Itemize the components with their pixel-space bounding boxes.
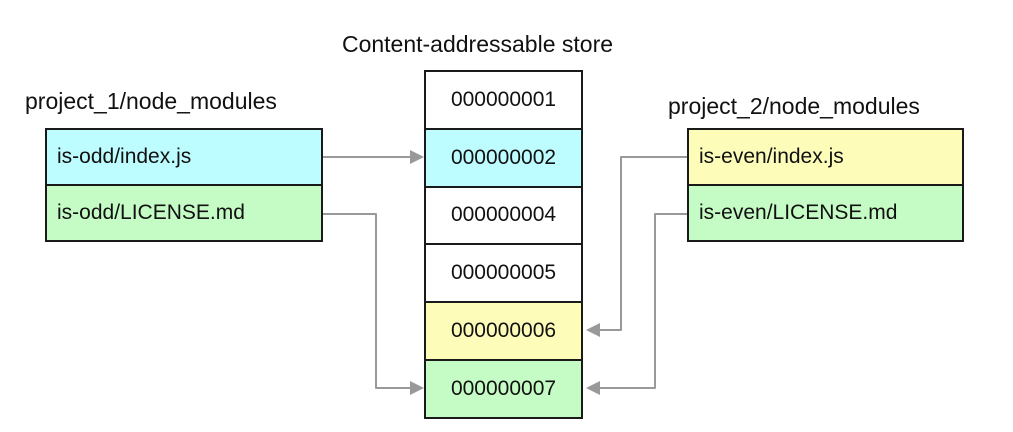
arrow-iseven-license-to-000000007 [599,213,687,389]
store-row: 000000004 [424,185,583,246]
arrowhead-icon [586,381,600,395]
left-group-table: is-odd/index.js is-odd/LICENSE.md [45,128,323,242]
left-file-row-index-js: is-odd/index.js [45,128,323,186]
arrowhead-icon [586,323,600,337]
arrowhead-icon [410,381,424,395]
left-file-row-license-md: is-odd/LICENSE.md [45,184,323,242]
arrow-iseven-index-to-000000006 [599,156,687,331]
left-group-label: project_1/node_modules [25,88,277,114]
right-group-table: is-even/index.js is-even/LICENSE.md [687,128,964,242]
store-row: 000000006 [424,301,583,361]
right-group-label: project_2/node_modules [668,93,920,119]
arrow-isodd-license-to-000000007 [323,213,411,389]
store-column: 000000001 000000002 000000004 000000005 … [424,70,583,419]
store-row: 000000007 [424,358,583,419]
right-file-row-license-md: is-even/LICENSE.md [687,184,964,242]
store-row: 000000001 [424,70,583,130]
right-file-row-index-js: is-even/index.js [687,128,964,186]
store-row: 000000005 [424,243,583,304]
store-row: 000000002 [424,127,583,188]
arrowhead-icon [410,150,424,164]
diagram-title: Content-addressable store [341,31,614,57]
